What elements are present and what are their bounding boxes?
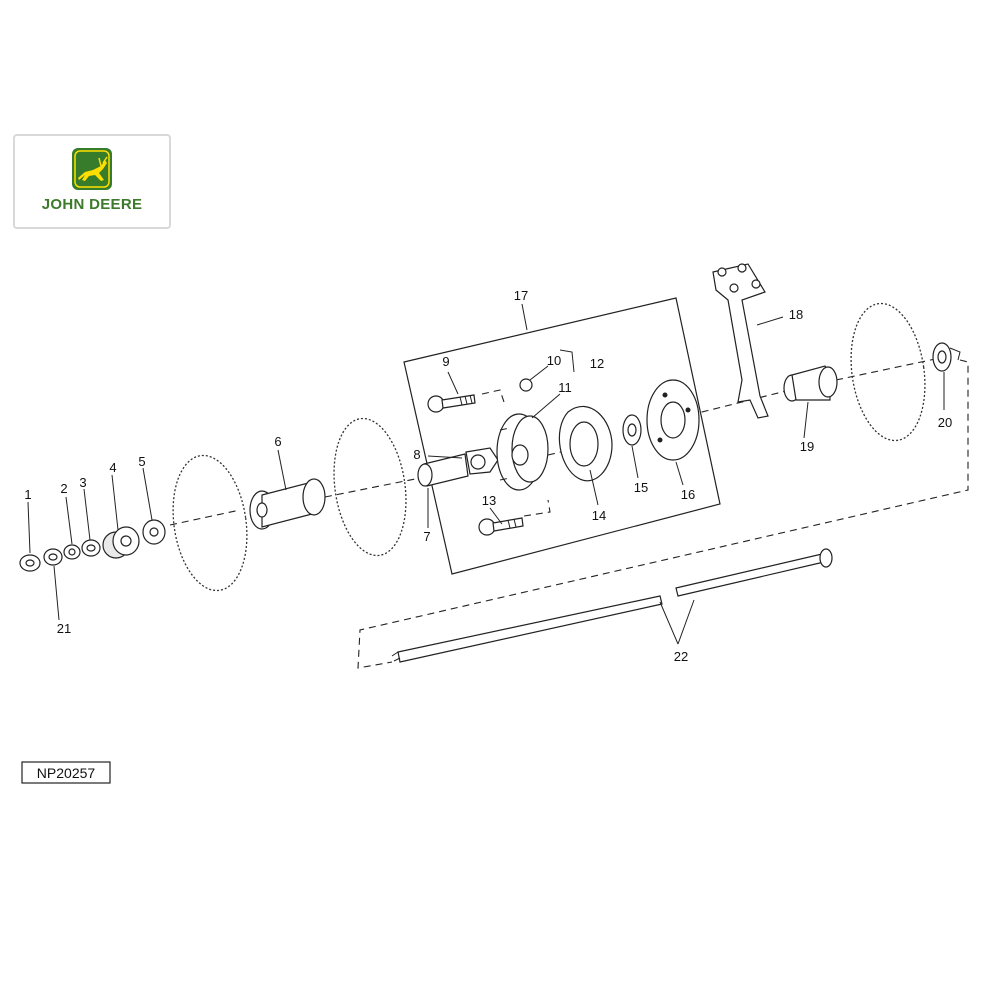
- brand-name: JOHN DEERE: [42, 196, 143, 213]
- part-13-bolt: [478, 517, 524, 536]
- part-16-flange: [646, 379, 700, 461]
- part-14-gasket: [558, 405, 613, 482]
- callout-2: 2: [60, 481, 67, 496]
- callout-12: 12: [590, 356, 604, 371]
- part-2-washer: [63, 544, 81, 560]
- callout-4: 4: [109, 460, 116, 475]
- callout-9: 9: [442, 354, 449, 369]
- callout-10: 10: [547, 353, 561, 368]
- part-1-nut: [19, 554, 41, 572]
- shaft-centerline: [169, 509, 241, 526]
- callout-19: 19: [800, 439, 814, 454]
- callout-17: 17: [514, 288, 528, 303]
- callout-8: 8: [413, 447, 420, 462]
- part-8-bushing: [465, 447, 499, 475]
- part-3-washer: [81, 539, 101, 557]
- callout-11: 11: [558, 380, 572, 395]
- part-18-scraper-arm: [712, 263, 769, 419]
- callout-1: 1: [24, 487, 31, 502]
- callout-18: 18: [789, 307, 803, 322]
- part-11-hub: [496, 413, 549, 491]
- part-20-bearing-cap: [932, 342, 961, 372]
- callout-16: 16: [681, 487, 695, 502]
- assembly-17-frame: [403, 297, 721, 575]
- callout-13: 13: [482, 493, 496, 508]
- part-5-washer: [142, 519, 166, 545]
- callout-20: 20: [938, 415, 952, 430]
- deer-icon: JOHN DEERE: [42, 148, 143, 213]
- part-22-shaft: [391, 548, 833, 663]
- figure-code: NP20257: [37, 765, 96, 781]
- disc-blade-right: [850, 302, 926, 442]
- figure-code-box: [21, 761, 111, 784]
- callout-7: 7: [423, 529, 430, 544]
- callout-3: 3: [79, 475, 86, 490]
- callout-6: 6: [274, 434, 281, 449]
- part-4-spacer: [102, 526, 140, 559]
- callout-22: 22: [674, 649, 688, 664]
- part-9-bolt: [427, 394, 476, 413]
- shaft-return-line: [357, 359, 969, 669]
- part-6-spool: [249, 478, 326, 530]
- part-15-seal: [622, 414, 642, 446]
- bracket-12: [559, 349, 575, 373]
- part-21-washer: [43, 548, 63, 566]
- callout-15: 15: [634, 480, 648, 495]
- callout-21: 21: [57, 621, 71, 636]
- john-deere-logo: JOHN DEERE: [13, 134, 171, 229]
- disc-blade-left: [172, 454, 248, 592]
- part-19-spacer: [783, 365, 838, 402]
- callout-14: 14: [592, 508, 606, 523]
- callout-5: 5: [138, 454, 145, 469]
- disc-blade-center: [333, 417, 407, 557]
- part-10-nut: [519, 378, 533, 392]
